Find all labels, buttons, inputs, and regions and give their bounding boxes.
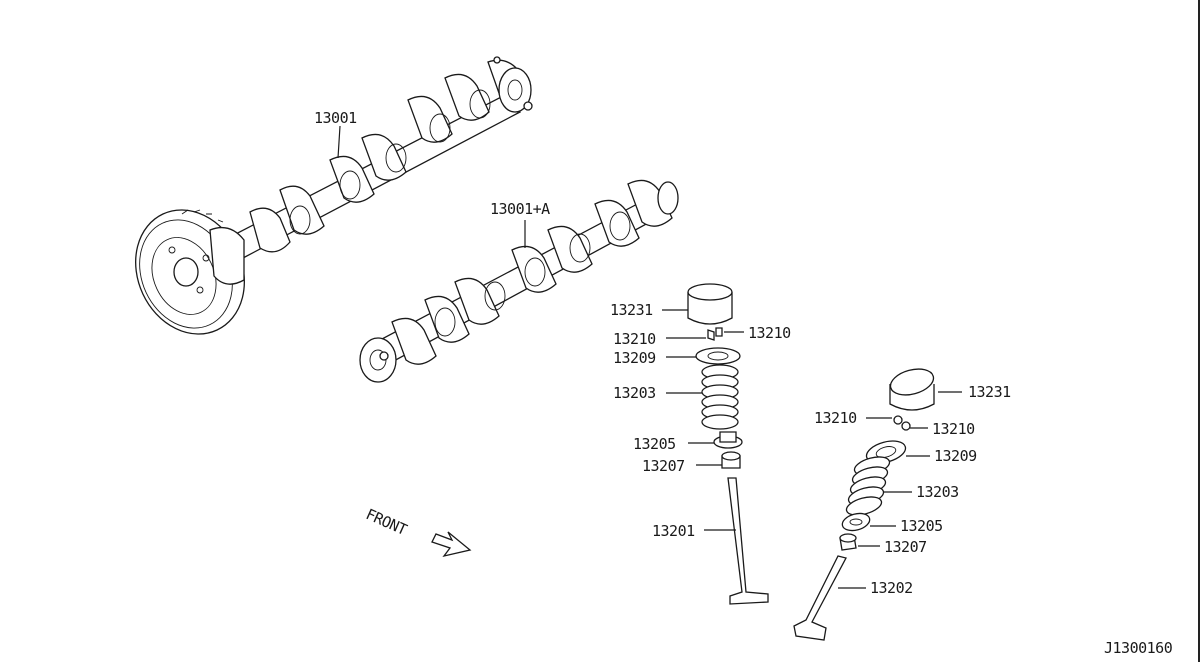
label-13202: 13202 (870, 579, 913, 597)
label-13210-left-a: 13210 (613, 330, 656, 348)
frame-border (1198, 0, 1200, 662)
camshaft-exhaust (135, 56, 533, 335)
front-arrow-icon (431, 531, 472, 558)
label-13205-right: 13205 (900, 517, 943, 535)
label-13210-left-b: 13210 (748, 324, 791, 342)
label-13209-left: 13209 (613, 349, 656, 367)
label-13231-left: 13231 (610, 301, 653, 319)
label-13209-right: 13209 (934, 447, 977, 465)
valve-assembly-left (662, 283, 769, 605)
camshaft-intake (359, 179, 679, 383)
label-13001-a: 13001+A (490, 200, 550, 218)
label-13207-right: 13207 (884, 538, 927, 556)
label-13203-right: 13203 (916, 483, 959, 501)
label-13210-right-a: 13210 (814, 409, 857, 427)
label-13210-right-b: 13210 (932, 420, 975, 438)
label-13001: 13001 (314, 109, 357, 127)
label-13207-left: 13207 (642, 457, 685, 475)
label-13203-left: 13203 (613, 384, 656, 402)
label-13231-right: 13231 (968, 383, 1011, 401)
diagram-id: J1300160 (1104, 639, 1173, 657)
valve-assembly-right (793, 368, 962, 641)
label-13201: 13201 (652, 522, 695, 540)
label-13205-left: 13205 (633, 435, 676, 453)
